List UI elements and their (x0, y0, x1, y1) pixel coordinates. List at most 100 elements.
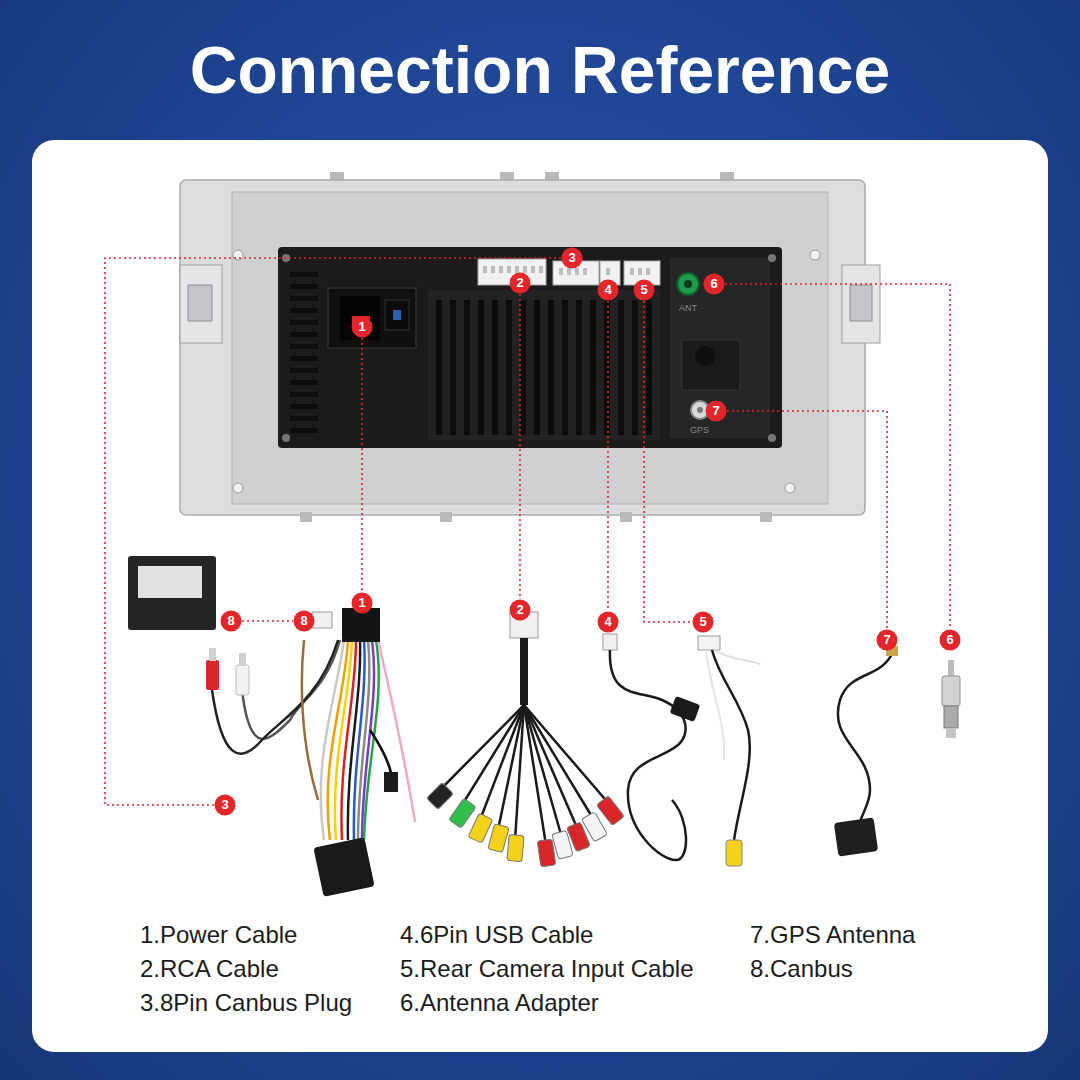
callout-disc (215, 795, 236, 816)
callout-disc (693, 612, 714, 633)
black-chassis-part-part (562, 300, 568, 435)
header-sockets-part-part (499, 266, 503, 273)
rca-cable-part (520, 638, 528, 705)
callout-disc (704, 274, 725, 295)
rca-cable-part-part (515, 705, 524, 840)
leader-line (362, 338, 363, 592)
rca-cable-part-part (524, 705, 610, 805)
mounting-frame-part (232, 192, 828, 504)
callout-circle: 5 (692, 611, 714, 633)
mounting-frame-part (180, 265, 222, 343)
black-chassis (278, 247, 782, 448)
power-socket-part (385, 300, 409, 330)
leader-line (242, 621, 293, 622)
callout-number: 6 (939, 629, 961, 651)
mounting-frame-part (620, 512, 632, 522)
leader-path (242, 620, 293, 622)
leader-line (644, 301, 692, 622)
header-sockets-part-part (539, 266, 543, 273)
part-list-item: 4.6Pin USB Cable (400, 921, 593, 949)
socket-label: ANT (679, 303, 697, 313)
black-chassis-part-part (590, 300, 596, 435)
mounting-frame-part (180, 180, 865, 515)
power-harness-part (212, 640, 338, 754)
header-sockets-part-part (567, 268, 571, 275)
antenna-sockets-part (697, 407, 703, 413)
rca-cable-part-part (507, 834, 524, 861)
black-chassis-part-part (548, 300, 554, 435)
black-chassis-part-part (290, 380, 318, 385)
mounting-frame-part (842, 265, 880, 343)
camera-cable-part (714, 650, 760, 664)
black-chassis-part (768, 254, 776, 262)
black-chassis-part-part (290, 356, 318, 361)
canbus-box-part (138, 566, 202, 598)
power-socket-part (340, 296, 380, 340)
callout-number: 7 (705, 400, 727, 422)
header-sockets-part-part (559, 268, 563, 275)
callout-number: 2 (509, 272, 531, 294)
callout-disc (510, 273, 531, 294)
mounting-frame-part (233, 483, 243, 493)
antenna-adapter-part (948, 660, 954, 676)
callout-disc (352, 593, 373, 614)
black-chassis-part-part (520, 300, 526, 435)
callout-number: 7 (876, 629, 898, 651)
header-sockets-part-part (491, 266, 495, 273)
callout-circle: 5 (633, 279, 655, 301)
callout-number: 6 (703, 273, 725, 295)
power-harness-part (242, 640, 340, 739)
callout-disc (877, 630, 898, 651)
antenna-sockets (677, 273, 709, 419)
usb-cable (603, 634, 700, 860)
rca-cable-part-part (440, 705, 524, 790)
callout-circle: 3 (214, 794, 236, 816)
gps-antenna-part (838, 652, 893, 830)
camera-cable-part (698, 636, 720, 650)
black-chassis-part (436, 300, 652, 435)
rca-cable-part (440, 705, 610, 845)
rca-cable-part-part (524, 705, 562, 838)
usb-cable-part (603, 634, 617, 650)
antenna-adapter-part (942, 676, 960, 706)
header-sockets-part-part (646, 268, 650, 275)
rca-cable-part-part (596, 796, 624, 826)
black-chassis-part-part (290, 344, 318, 349)
callout-disc (598, 612, 619, 633)
leader-line (608, 301, 609, 611)
rca-cable-part-part (449, 798, 476, 828)
power-harness-part (313, 837, 374, 897)
part-list-item: 6.Antenna Adapter (400, 989, 599, 1017)
callout-disc (221, 611, 242, 632)
header-sockets-part-part (575, 268, 579, 275)
black-chassis-part-part (618, 300, 624, 435)
mounting-frame-part (760, 512, 772, 522)
black-chassis-part-part (290, 296, 318, 301)
mounting-frame-part (850, 285, 872, 321)
callout-disc (598, 280, 619, 301)
canbus-box-part (128, 556, 216, 630)
black-chassis-part-part (290, 284, 318, 289)
callout-circle: 6 (703, 273, 725, 295)
rca-cable-part-part (524, 705, 578, 830)
header-sockets-part-part (515, 266, 519, 273)
callout-number: 5 (633, 279, 655, 301)
callout-circle: 4 (597, 279, 619, 301)
callout-number: 8 (220, 610, 242, 632)
mounting-frame (180, 172, 880, 522)
leader-line (725, 284, 950, 629)
callout-circle: 8 (220, 610, 242, 632)
rca-cable (427, 612, 625, 867)
callout-number: 8 (293, 610, 315, 632)
callout-number: 5 (692, 611, 714, 633)
callout-number: 1 (351, 316, 373, 338)
gps-antenna (834, 646, 898, 857)
usb-cable-part (670, 696, 701, 722)
rca-cable-part-part (581, 812, 607, 842)
leader-path (607, 301, 609, 611)
callout-disc (634, 280, 655, 301)
socket-label: GPS (690, 425, 709, 435)
header-sockets-part-part (483, 266, 487, 273)
antenna-adapter-part (946, 728, 956, 738)
